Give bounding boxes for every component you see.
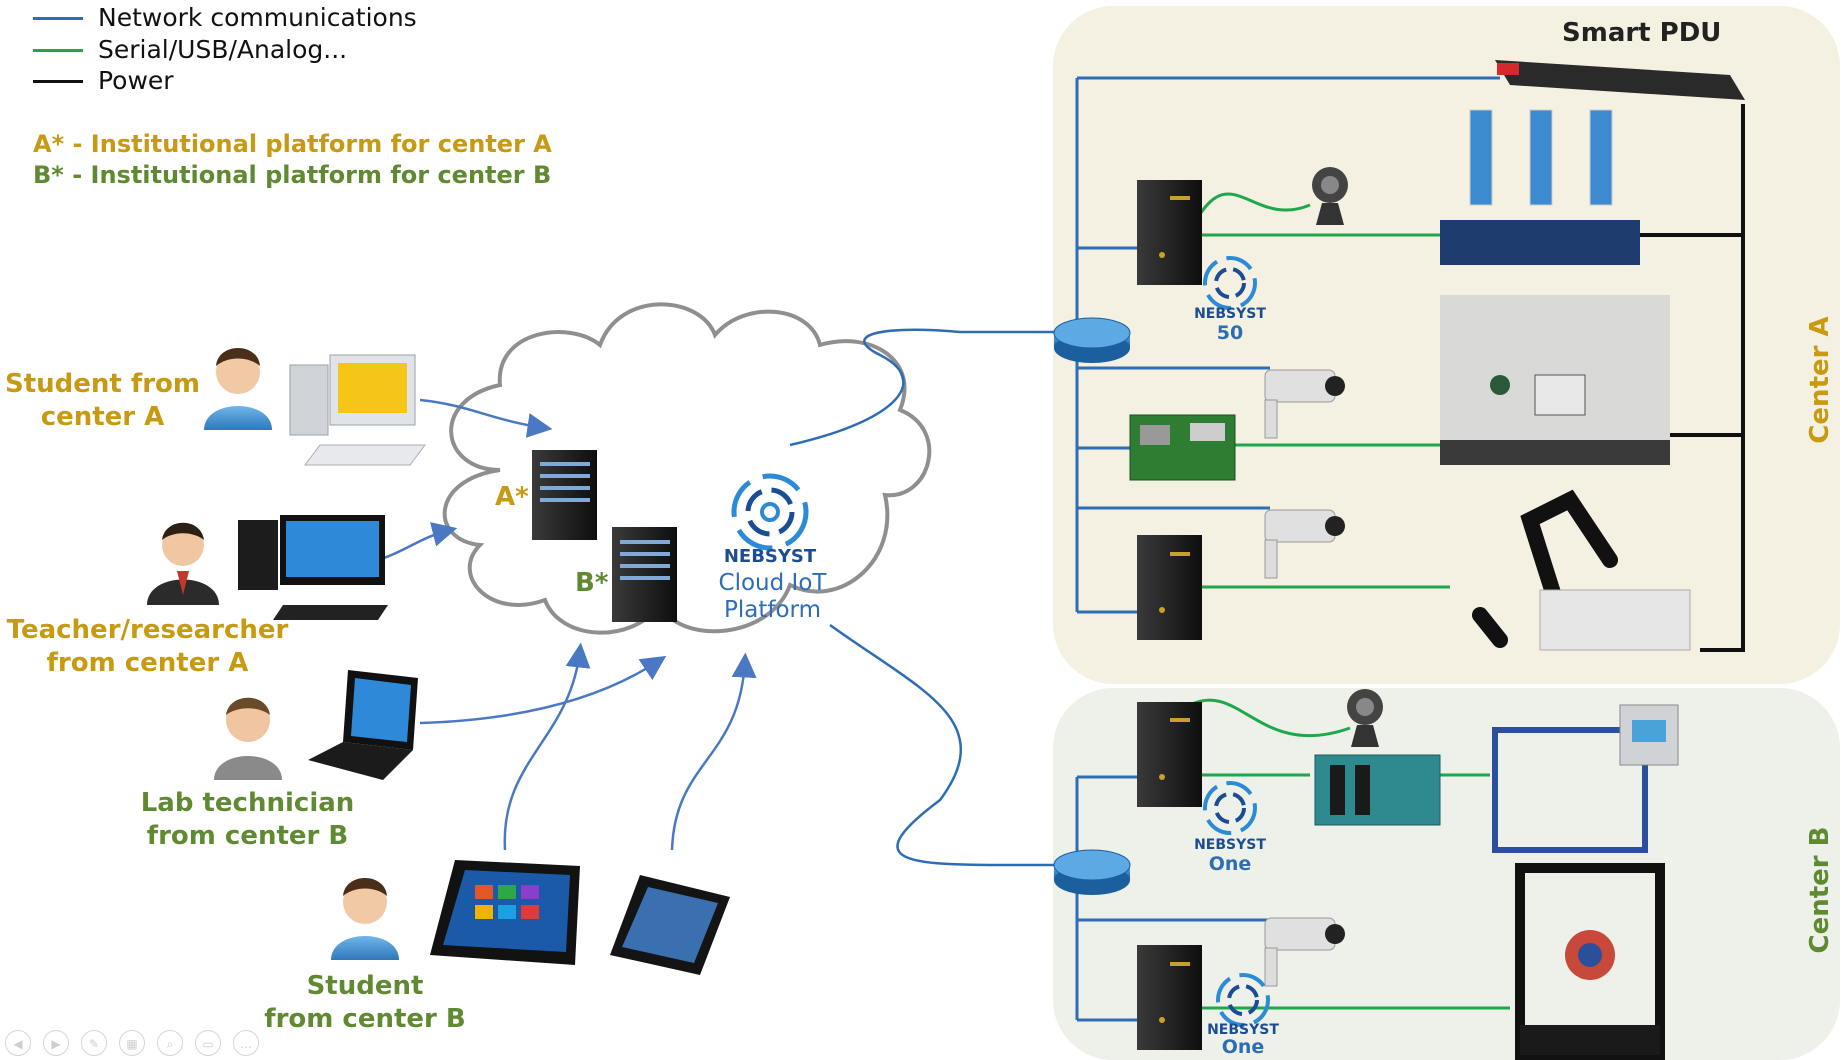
user-label-line: Lab technician (140, 788, 355, 818)
smart-pdu-icon (1495, 60, 1745, 100)
center-a-serial-links (1188, 192, 1450, 589)
user-label-line: from center B (264, 1004, 466, 1034)
center-b-label: Center B (1805, 826, 1835, 954)
legend-network-line (33, 17, 83, 20)
cloud-server-b-label: B* (575, 568, 609, 598)
cloud-shape (442, 302, 932, 635)
subtitles-icon[interactable]: ▭ (195, 1030, 221, 1056)
robot-arm-icon (1472, 489, 1618, 648)
technician-avatar-icon (214, 697, 282, 780)
legend-serial-line (33, 49, 83, 52)
nebsyst-one-model-1: One (1208, 853, 1252, 875)
user-label-line: center A (40, 402, 165, 432)
legend-power-label: Power (98, 66, 174, 95)
arrow-student-a (419, 398, 553, 438)
cloud-to-center-b-link (829, 623, 1070, 867)
note-platform-a: A* - Institutional platform for center A (33, 130, 552, 158)
cloud-to-center-a-link (789, 328, 1070, 447)
user-student-b-label: Student from center B (255, 970, 475, 1036)
teacher-avatar-icon (147, 522, 219, 605)
user-label-line: from center A (46, 648, 249, 678)
server-b1-icon (1137, 702, 1202, 807)
webcam-icon (1312, 167, 1348, 225)
nebsyst-cloud-logo-icon (731, 473, 809, 551)
smartphone-icon (610, 875, 730, 975)
center-b-network-bus (1075, 775, 1270, 1022)
nebsyst-one-logo-icon (1203, 781, 1257, 835)
robot-base-icon (1539, 589, 1691, 651)
nebsyst-one-text-2: NEBSYST (1207, 1022, 1279, 1038)
server-a-icon (532, 450, 597, 540)
next-slide-icon[interactable]: ▶ (43, 1030, 69, 1056)
server-a2-icon (1137, 535, 1202, 640)
cloud-nebsyst-logo-text: NEBSYST (723, 546, 817, 567)
smart-pdu-label: Smart PDU (1562, 18, 1722, 48)
nebsyst-one-model-2: One (1221, 1036, 1265, 1058)
pen-icon[interactable]: ✎ (81, 1030, 107, 1056)
server-b-icon (612, 527, 677, 622)
ip-camera-icon (1264, 509, 1345, 579)
legend-power-line (33, 80, 83, 83)
user-student-a-label: Student from center A (0, 368, 205, 434)
note-platform-b: B* - Institutional platform for center B (33, 161, 552, 189)
nebsyst-50-logo-icon (1203, 256, 1257, 310)
cloud-server-a-label: A* (495, 482, 529, 512)
user-label-line: Teacher/researcher (6, 615, 289, 645)
arrow-technician-b (419, 655, 667, 725)
arrow-student-b-phone (670, 652, 757, 851)
magnetic-levitation-rig-icon (1515, 863, 1665, 1060)
legend-network-label: Network communications (98, 3, 417, 32)
nebsyst-one-logo-icon (1216, 973, 1270, 1027)
nebsyst-50-model: 50 (1216, 322, 1244, 344)
more-options-icon[interactable]: … (233, 1030, 259, 1056)
zoom-icon[interactable]: ⌕ (157, 1030, 183, 1056)
laptop-icon (308, 670, 418, 780)
raspberry-pi-icon (1129, 414, 1236, 481)
ip-camera-icon (1264, 917, 1345, 987)
nebsyst-50-text: NEBSYST (1194, 306, 1266, 322)
center-b-serial-links (1189, 698, 1510, 1010)
router-a-icon (1053, 317, 1131, 363)
ip-camera-icon (1264, 369, 1345, 439)
student-b-avatar-icon (331, 878, 399, 960)
previous-slide-icon[interactable]: ◀ (5, 1030, 31, 1056)
desktop-computer-icon (238, 515, 388, 620)
nebsyst-50-server-icon (1137, 180, 1202, 285)
webcam-icon (1347, 689, 1383, 747)
plc-controller-icon (1314, 754, 1441, 826)
tablet-icon (430, 860, 580, 965)
desktop-computer-icon (289, 354, 426, 466)
user-label-line: Student from (5, 369, 200, 399)
arrow-student-b-tablet (503, 642, 591, 851)
user-technician-b-label: Lab technician from center B (125, 787, 370, 853)
center-a-power-lines (1640, 104, 1745, 652)
nebsyst-one-text-1: NEBSYST (1194, 837, 1266, 853)
cloud-platform-line2: Platform (724, 597, 821, 623)
user-label-line: from center B (146, 821, 349, 851)
router-b-icon (1053, 849, 1131, 895)
student-a-avatar-icon (204, 348, 272, 430)
process-plant-icon (1492, 704, 1679, 853)
user-label-line: Student (306, 971, 424, 1001)
cloud-platform-line1: Cloud IoT (718, 570, 827, 596)
optics-bench-icon (1440, 295, 1670, 465)
server-b2-icon (1137, 945, 1202, 1050)
tank-system-icon (1440, 109, 1640, 265)
slides-grid-icon[interactable]: ▦ (119, 1030, 145, 1056)
legend-serial-label: Serial/USB/Analog... (98, 35, 348, 64)
center-a-label: Center A (1805, 316, 1835, 444)
user-teacher-a-label: Teacher/researcher from center A (5, 614, 290, 680)
